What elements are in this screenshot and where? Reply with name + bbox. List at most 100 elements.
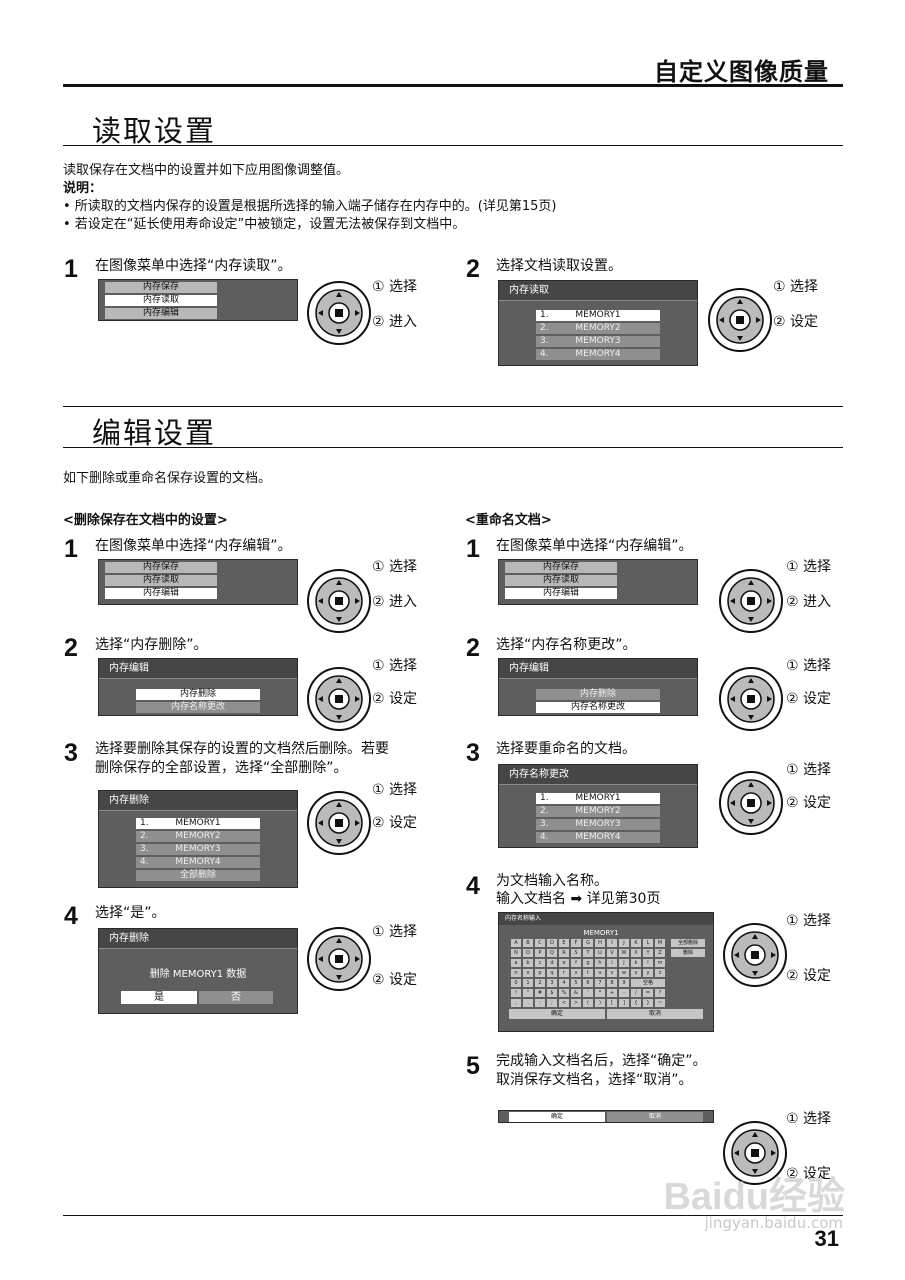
keyboard-key[interactable]: &	[571, 989, 581, 997]
keyboard-key[interactable]: C	[535, 939, 545, 947]
keyboard-key[interactable]: ,	[511, 999, 521, 1007]
confirm-key[interactable]: 确定	[509, 1009, 605, 1019]
keyboard-key[interactable]: j	[619, 959, 629, 967]
keyboard-key[interactable]: K	[631, 939, 641, 947]
keyboard-key[interactable]: E	[559, 939, 569, 947]
keyboard-key[interactable]: L	[643, 939, 653, 947]
delete-key[interactable]: 删除	[671, 949, 705, 957]
keyboard-key[interactable]: ;	[547, 999, 557, 1007]
keyboard-key[interactable]: 8	[607, 979, 617, 987]
keyboard-key[interactable]: .	[523, 999, 533, 1007]
keyboard-key[interactable]: :	[535, 999, 545, 1007]
keyboard-key[interactable]: Z	[655, 949, 665, 957]
menu-item-memory-rename[interactable]: 内存名称更改	[536, 702, 660, 713]
memory-slot-3[interactable]: 3.MEMORY3	[136, 844, 260, 855]
keyboard-key[interactable]: ~	[655, 999, 665, 1007]
keyboard-key[interactable]: V	[607, 949, 617, 957]
keyboard-key[interactable]: i	[607, 959, 617, 967]
keyboard-key[interactable]: v	[607, 969, 617, 977]
keyboard-key[interactable]: g	[583, 959, 593, 967]
menu-item-memory-delete[interactable]: 内存删除	[536, 689, 660, 700]
keyboard-key[interactable]: >	[571, 999, 581, 1007]
keyboard-key[interactable]: n	[511, 969, 521, 977]
keyboard-key[interactable]: c	[535, 959, 545, 967]
keyboard-key[interactable]: 3	[547, 979, 557, 987]
memory-slot-2[interactable]: 2.MEMORY2	[536, 323, 660, 334]
keyboard-key[interactable]: B	[523, 939, 533, 947]
keyboard-key[interactable]: J	[619, 939, 629, 947]
keyboard-key[interactable]: Y	[643, 949, 653, 957]
keyboard-key[interactable]: d	[547, 959, 557, 967]
keyboard-key[interactable]: P	[535, 949, 545, 957]
yes-button[interactable]: 是	[121, 991, 197, 1004]
keyboard-key[interactable]: h	[595, 959, 605, 967]
keyboard-key[interactable]: *	[595, 989, 605, 997]
keyboard-key[interactable]: -	[619, 989, 629, 997]
keyboard-key[interactable]: l	[643, 959, 653, 967]
keyboard-key[interactable]: M	[655, 939, 665, 947]
no-button[interactable]: 否	[199, 991, 273, 1004]
keyboard-key[interactable]: s	[571, 969, 581, 977]
keyboard-key[interactable]: +	[607, 989, 617, 997]
keyboard-key[interactable]: 5	[571, 979, 581, 987]
memory-slot-2[interactable]: 2.MEMORY2	[536, 806, 660, 817]
keyboard-key[interactable]: p	[535, 969, 545, 977]
keyboard-key[interactable]: w	[619, 969, 629, 977]
keyboard-key[interactable]: $	[547, 989, 557, 997]
keyboard-key[interactable]: {	[631, 999, 641, 1007]
memory-slot-2[interactable]: 2.MEMORY2	[136, 831, 260, 842]
memory-slot-1[interactable]: 1.MEMORY1	[136, 818, 260, 829]
keyboard-key[interactable]: }	[643, 999, 653, 1007]
keyboard-key[interactable]: W	[619, 949, 629, 957]
confirm-key[interactable]: 确定	[509, 1112, 605, 1122]
keyboard-key[interactable]: ?	[655, 989, 665, 997]
keyboard-key[interactable]: ]	[619, 999, 629, 1007]
keyboard-key[interactable]: #	[535, 989, 545, 997]
menu-item-memory-load[interactable]: 内存读取	[505, 575, 617, 586]
keyboard-key[interactable]: =	[643, 989, 653, 997]
keyboard-key[interactable]: O	[523, 949, 533, 957]
keyboard-key[interactable]: N	[511, 949, 521, 957]
space-key[interactable]: 空格	[631, 979, 665, 987]
keyboard-key[interactable]: !	[511, 989, 521, 997]
menu-item-memory-save[interactable]: 内存保存	[105, 562, 217, 573]
menu-item-memory-edit[interactable]: 内存编辑	[505, 588, 617, 599]
menu-item-memory-delete[interactable]: 内存删除	[136, 689, 260, 700]
keyboard-key[interactable]: [	[607, 999, 617, 1007]
menu-item-memory-load[interactable]: 内存读取	[105, 295, 217, 306]
keyboard-key[interactable]: t	[583, 969, 593, 977]
menu-item-memory-save[interactable]: 内存保存	[505, 562, 617, 573]
keyboard-key[interactable]: 6	[583, 979, 593, 987]
keyboard-key[interactable]: '	[583, 989, 593, 997]
menu-item-memory-save[interactable]: 内存保存	[105, 282, 217, 293]
cancel-key[interactable]: 取消	[607, 1009, 703, 1019]
keyboard-key[interactable]: 9	[619, 979, 629, 987]
keyboard-key[interactable]: 4	[559, 979, 569, 987]
delete-all-button[interactable]: 全部删除	[136, 870, 260, 881]
memory-slot-4[interactable]: 4.MEMORY4	[536, 349, 660, 360]
keyboard-key[interactable]: q	[547, 969, 557, 977]
keyboard-key[interactable]: %	[559, 989, 569, 997]
keyboard-key[interactable]: X	[631, 949, 641, 957]
keyboard-key[interactable]: k	[631, 959, 641, 967]
menu-item-memory-rename[interactable]: 内存名称更改	[136, 702, 260, 713]
keyboard-key[interactable]: 0	[511, 979, 521, 987]
keyboard-key[interactable]: o	[523, 969, 533, 977]
keyboard-key[interactable]: f	[571, 959, 581, 967]
menu-item-memory-edit[interactable]: 内存编辑	[105, 308, 217, 319]
keyboard-key[interactable]: r	[559, 969, 569, 977]
keyboard-key[interactable]: )	[595, 999, 605, 1007]
name-field[interactable]: MEMORY1	[583, 929, 619, 937]
keyboard-key[interactable]: (	[583, 999, 593, 1007]
memory-slot-3[interactable]: 3.MEMORY3	[536, 819, 660, 830]
delete-all-key[interactable]: 全部删除	[671, 939, 705, 947]
keyboard-key[interactable]: F	[571, 939, 581, 947]
memory-slot-4[interactable]: 4.MEMORY4	[536, 832, 660, 843]
cancel-key[interactable]: 取消	[607, 1112, 703, 1122]
memory-slot-1[interactable]: 1.MEMORY1	[536, 310, 660, 321]
keyboard-key[interactable]: z	[655, 969, 665, 977]
keyboard-key[interactable]: x	[631, 969, 641, 977]
keyboard-key[interactable]: D	[547, 939, 557, 947]
keyboard-key[interactable]: T	[583, 949, 593, 957]
keyboard-key[interactable]: e	[559, 959, 569, 967]
